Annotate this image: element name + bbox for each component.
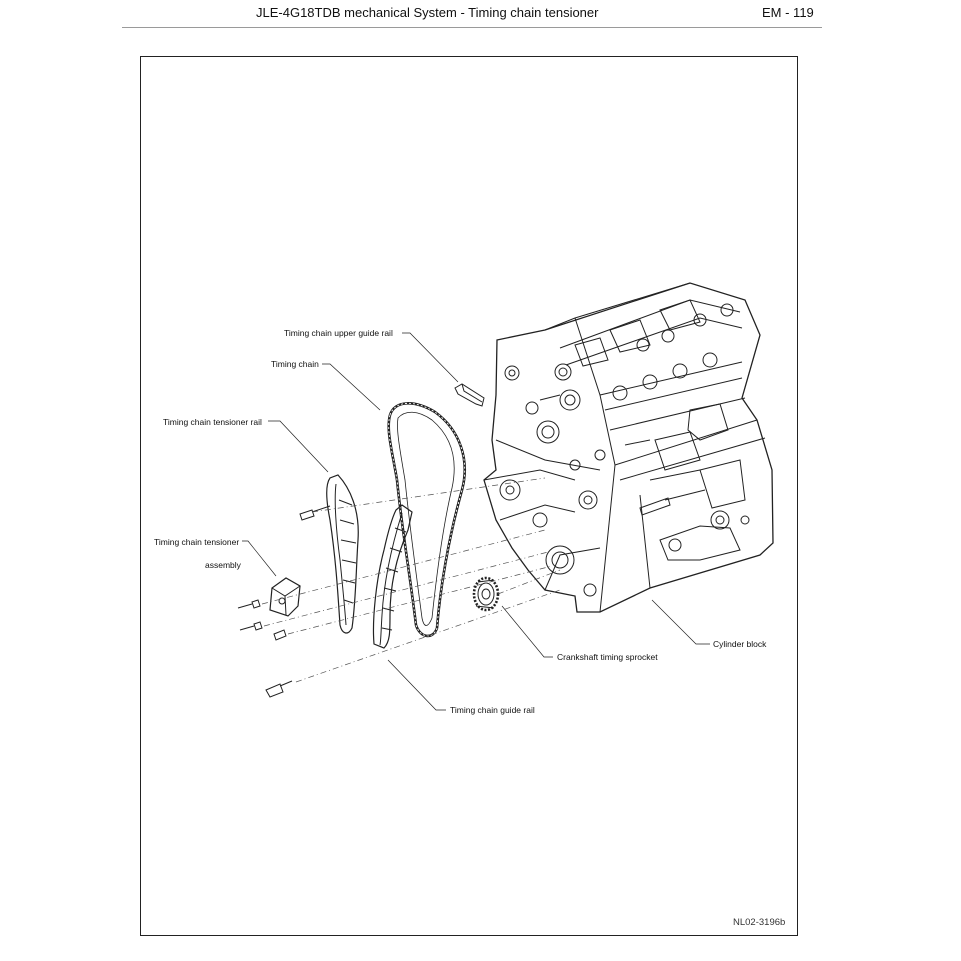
label-tensioner-assembly-line2: assembly	[205, 560, 241, 570]
label-tensioner-rail: Timing chain tensioner rail	[163, 417, 262, 427]
upper-guide-rail-illustration	[454, 383, 485, 407]
figure-id: NL02-3196b	[733, 917, 786, 928]
label-timing-chain: Timing chain	[271, 359, 319, 369]
leader-lines	[242, 332, 710, 711]
installation-axis-lines	[261, 477, 561, 683]
timing-chain-illustration	[387, 402, 466, 638]
guide-rail-illustration	[372, 504, 413, 649]
label-guide-rail: Timing chain guide rail	[450, 705, 535, 715]
bolts-illustration	[237, 505, 331, 698]
tensioner-assembly-illustration	[269, 577, 301, 617]
label-crankshaft-sprocket: Crankshaft timing sprocket	[557, 652, 658, 662]
cylinder-block-illustration	[483, 282, 774, 613]
tensioner-rail-illustration	[326, 474, 359, 634]
label-cylinder-block: Cylinder block	[713, 639, 767, 649]
header-divider	[122, 27, 822, 28]
page-header-title: JLE-4G18TDB mechanical System - Timing c…	[256, 5, 599, 20]
label-upper-guide-rail: Timing chain upper guide rail	[284, 328, 393, 338]
label-tensioner-assembly-line1: Timing chain tensioner	[154, 537, 240, 547]
figure-frame	[140, 56, 798, 936]
page-number: EM - 119	[762, 5, 814, 20]
